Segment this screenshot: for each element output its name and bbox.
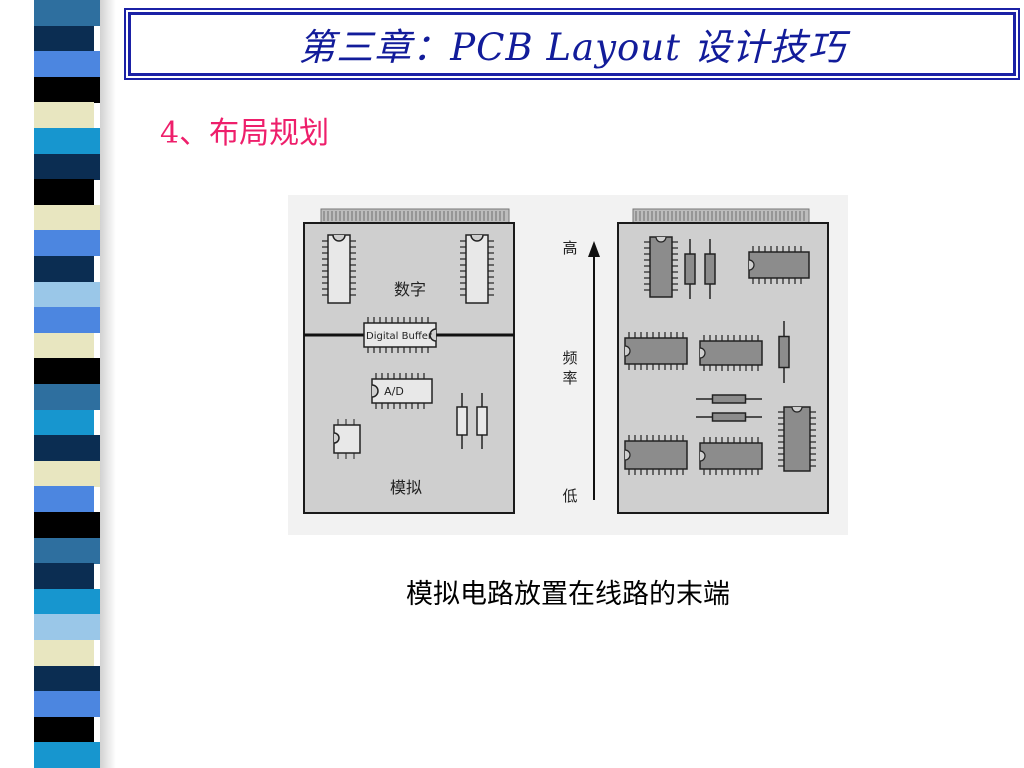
frequency-axis: 高 频 率 低 [562, 239, 600, 505]
right-resistor-2 [704, 239, 716, 299]
slide-caption: 模拟电路放置在线路的末端 [406, 579, 730, 610]
pcb-layout-diagram: 数字 Digital Buffer A/D [288, 195, 848, 535]
decorative-stripe [34, 153, 100, 180]
chip-body [748, 251, 810, 279]
ad-label: A/D [384, 385, 404, 398]
resistor-body [704, 253, 716, 285]
decorative-stripe [34, 25, 94, 52]
frequency-high-label: 高 [562, 239, 577, 257]
right-connector-pins [635, 211, 805, 221]
section-heading: 4、布局规划 [160, 116, 330, 151]
digital-chip-right [460, 234, 494, 304]
chip-notch [748, 259, 755, 271]
resistor-body [684, 253, 696, 285]
decorative-stripe [34, 512, 100, 539]
decorative-stripe [34, 665, 100, 692]
right-resistor-3 [778, 321, 790, 383]
frequency-low-label: 低 [562, 487, 577, 505]
right-resistor-5 [696, 412, 762, 422]
chip-body [783, 406, 811, 472]
right-resistor-4 [696, 394, 762, 404]
analog-resistor-left [456, 393, 468, 449]
chip-body [699, 340, 763, 366]
decorative-stripe [34, 537, 100, 564]
decorative-stripe [34, 256, 94, 283]
chip-notch [655, 236, 667, 243]
digital-chip-left-pins [322, 240, 356, 296]
right-resistor-1 [684, 239, 696, 299]
chip-notch [699, 450, 706, 462]
analog-label: 模拟 [390, 478, 422, 497]
right-chip-bottom-left [624, 435, 688, 475]
decorative-stripe [34, 332, 94, 359]
resistor-body [711, 412, 747, 422]
decorative-stripe [34, 204, 100, 231]
resistor-body [711, 394, 747, 404]
decorative-stripe [34, 716, 94, 743]
right-board-components [624, 236, 816, 475]
analog-resistor-right [476, 393, 488, 449]
title-box: 第三章：PCB Layout 设计技巧 [128, 12, 1016, 76]
right-chip-top-right [748, 246, 810, 284]
chip-notch [699, 347, 706, 359]
decorative-stripe [34, 51, 100, 78]
frequency-label-2: 率 [562, 369, 577, 387]
decorative-stripe [34, 486, 94, 513]
right-chip-middle-center [699, 335, 763, 371]
chip-body [649, 236, 673, 298]
small-analog-chip [333, 419, 361, 459]
right-chip-middle-left [624, 332, 688, 370]
frequency-label-1: 频 [562, 349, 577, 367]
decorative-stripe [34, 460, 100, 487]
chip-body [624, 337, 688, 365]
ad-chip-pins [375, 373, 425, 409]
left-edge-connector [320, 208, 510, 224]
decorative-stripe [34, 435, 100, 462]
decorative-stripe [34, 742, 100, 768]
digital-label: 数字 [394, 280, 426, 299]
right-chip-vertical-bottom [778, 406, 816, 472]
digital-chip-left [322, 234, 356, 304]
decorative-stripe [34, 128, 100, 155]
decorative-stripe [34, 281, 100, 308]
frequency-axis-arrowhead [588, 241, 600, 257]
chip-body [624, 440, 688, 470]
slide-title: 第三章：PCB Layout 设计技巧 [298, 26, 846, 69]
right-pcb-board [617, 208, 829, 514]
left-pcb-board: 数字 Digital Buffer A/D [303, 208, 515, 514]
digital-buffer-pins [367, 317, 429, 353]
digital-buffer-label: Digital Buffer [366, 331, 433, 342]
stripe-bar-shadow [100, 0, 116, 768]
chip-body [699, 442, 763, 470]
decorative-stripe-bar [34, 0, 116, 768]
resistor-body [778, 335, 790, 369]
decorative-stripe [34, 307, 100, 334]
decorative-stripe [34, 691, 100, 718]
decorative-stripe [34, 384, 100, 411]
chip-notch [791, 406, 803, 413]
decorative-stripe [34, 179, 94, 206]
decorative-stripe [34, 230, 100, 257]
digital-buffer-chip: Digital Buffer [363, 317, 437, 353]
decorative-stripe [34, 358, 100, 385]
decorative-stripe [34, 563, 94, 590]
right-chip-bottom-center [699, 437, 763, 475]
decorative-stripe [34, 614, 100, 641]
digital-chip-right-pins [460, 240, 494, 296]
right-chip-vertical-top [644, 236, 678, 298]
ad-converter-chip: A/D [371, 373, 433, 409]
decorative-stripe [34, 102, 94, 129]
left-connector-pins [323, 211, 505, 221]
chip-notch [624, 449, 631, 461]
decorative-stripe [34, 588, 100, 615]
chip-notch [624, 345, 631, 357]
decorative-stripe [34, 76, 100, 103]
decorative-stripe [34, 640, 94, 667]
decorative-stripe [34, 409, 94, 436]
decorative-stripe [34, 0, 100, 27]
